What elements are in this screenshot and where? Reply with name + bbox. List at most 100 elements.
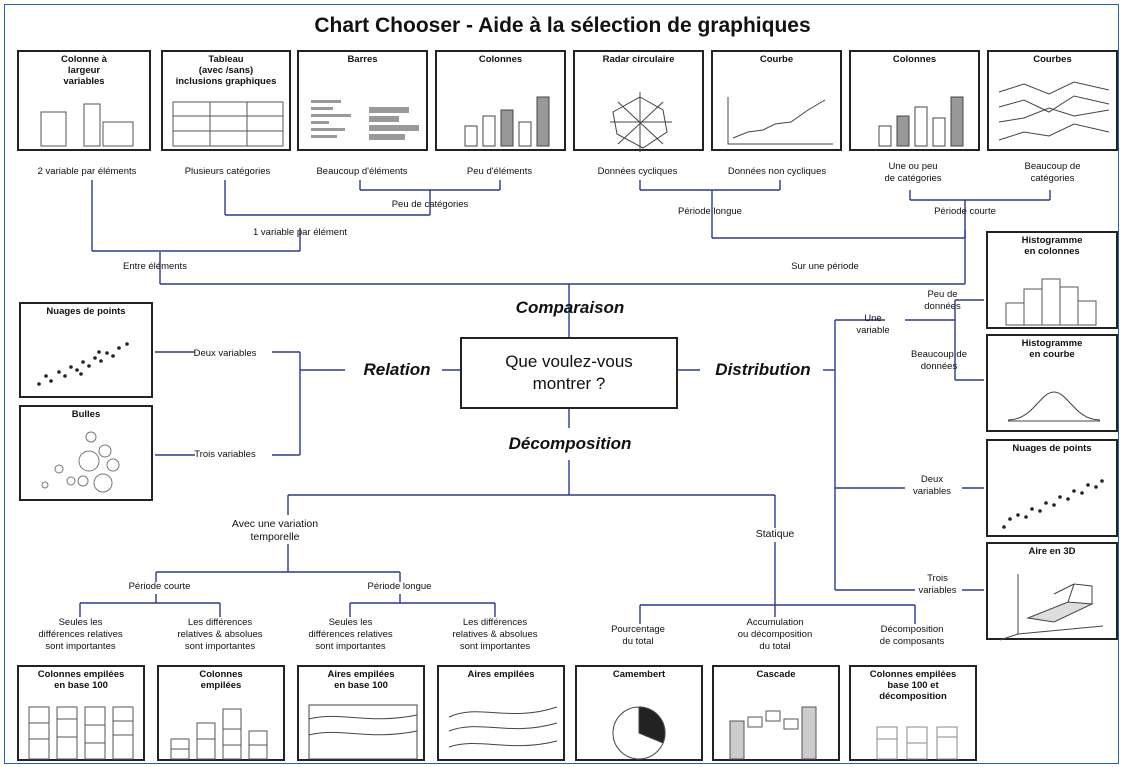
label-beaucoup-categories: Beaucoup de catégories xyxy=(1024,161,1081,184)
label-peu-categories: Peu de catégories xyxy=(391,199,469,210)
card-cascade: Cascade xyxy=(712,665,840,761)
card-title: Aire en 3D xyxy=(1028,546,1076,557)
label-periode-longue: Période longue xyxy=(678,206,742,217)
category-distribution: Distribution xyxy=(715,360,811,379)
label-rel-abs-1: Les différences relatives & absolues son… xyxy=(177,617,263,652)
label-periode-longue-decomp: Période longue xyxy=(367,581,432,592)
histogram-columns-icon xyxy=(1005,278,1097,326)
card-title: Colonnes empilées en base 100 xyxy=(37,669,125,691)
line-icon xyxy=(727,97,833,145)
card-colonnes: Colonnes xyxy=(435,50,566,151)
label-variation-temporelle: Avec une variation temporelle xyxy=(231,518,319,543)
card-title: Colonnes xyxy=(478,54,523,65)
card-title: Nuages de points xyxy=(46,306,126,317)
bars-icon xyxy=(311,100,419,140)
card-title: Nuages de points xyxy=(1012,443,1092,454)
card-title: Histogramme en colonnes xyxy=(1021,235,1083,257)
card-nuages-points-relation: Nuages de points xyxy=(19,302,153,398)
card-title: Radar circulaire xyxy=(602,54,675,65)
label-deux-variables-dist: Deux variables xyxy=(912,474,952,497)
label-cycliques: Données cycliques xyxy=(597,166,678,177)
label-two-var: 2 variable par éléments xyxy=(37,166,137,177)
card-nuages-points-distribution: Nuages de points xyxy=(986,439,1118,537)
label-non-cycliques: Données non cycliques xyxy=(727,166,827,177)
stacked-area-icon xyxy=(448,706,558,748)
central-question: Que voulez-vous montrer ? xyxy=(460,337,678,409)
card-histogramme-colonnes: Histogramme en colonnes xyxy=(986,231,1118,329)
bubble-icon xyxy=(41,431,120,493)
label-une-variable-element: 1 variable par élément xyxy=(253,227,347,238)
card-colonne-largeur-variable: Colonne à largeur variables xyxy=(17,50,151,151)
label-relatives-2: Seules les différences relatives sont im… xyxy=(308,617,393,652)
category-relation: Relation xyxy=(363,360,431,379)
card-title: Aires empilées en base 100 xyxy=(327,669,395,691)
multi-line-icon xyxy=(998,81,1110,141)
variable-width-columns-icon xyxy=(40,103,134,147)
scatter-icon xyxy=(37,342,129,386)
card-colonnes-2: Colonnes xyxy=(849,50,980,151)
card-aires-empilees: Aires empilées xyxy=(437,665,565,761)
label-rel-abs-2: Les différences relatives & absolues son… xyxy=(452,617,538,652)
label-peu-elements: Peu d'éléments xyxy=(466,166,533,177)
card-title: Colonnes empilées base 100 et décomposit… xyxy=(869,669,957,702)
card-title: Colonnes empilées xyxy=(199,669,243,691)
card-bulles: Bulles xyxy=(19,405,153,501)
columns-icon xyxy=(464,96,550,147)
card-colonnes-empilees: Colonnes empilées xyxy=(157,665,285,761)
waterfall-icon xyxy=(729,706,817,760)
outer-frame xyxy=(4,4,1119,764)
card-title: Courbe xyxy=(759,54,794,65)
card-colonnes-empilees-decomposition: Colonnes empilées base 100 et décomposit… xyxy=(849,665,977,761)
label-trois-variables: Trois variables xyxy=(194,449,256,460)
card-aire-3d: Aire en 3D xyxy=(986,542,1118,641)
label-une-variable: Une variable xyxy=(856,313,890,336)
label-composants: Décomposition de composants xyxy=(879,624,945,647)
scatter-icon xyxy=(1002,479,1104,529)
card-title: Tableau (avec /sans) inclusions graphiqu… xyxy=(175,54,277,87)
card-radar: Radar circulaire xyxy=(573,50,704,152)
histogram-curve-icon xyxy=(1007,391,1101,422)
label-statique: Statique xyxy=(755,528,795,540)
stacked-decomposition-icon xyxy=(876,726,958,760)
label-une-ou-peu: Une ou peu de catégories xyxy=(884,161,942,184)
card-title: Colonne à largeur variables xyxy=(61,54,107,87)
card-title: Cascade xyxy=(756,669,796,680)
radar-icon xyxy=(610,92,672,152)
card-tableau: Tableau (avec /sans) inclusions graphiqu… xyxy=(161,50,291,151)
label-periode-courte: Période courte xyxy=(934,206,996,217)
card-title: Histogramme en courbe xyxy=(1021,338,1083,360)
card-courbes: Courbes xyxy=(987,50,1118,151)
category-decomposition: Décomposition xyxy=(508,434,632,453)
label-trois-variables-dist: Trois variables xyxy=(918,573,957,596)
card-histogramme-courbe: Histogramme en courbe xyxy=(986,334,1118,432)
label-sur-periode: Sur une période xyxy=(791,261,859,272)
page-title: Chart Chooser - Aide à la sélection de g… xyxy=(314,14,811,37)
label-beaucoup-elements: Beaucoup d'éléments xyxy=(316,166,408,177)
label-accumulation: Accumulation ou décomposition du total xyxy=(737,617,813,652)
card-barres: Barres xyxy=(297,50,428,151)
label-deux-variables: Deux variables xyxy=(193,348,257,359)
card-title: Bulles xyxy=(71,409,101,420)
table-icon xyxy=(172,101,284,147)
label-plusieurs: Plusieurs catégories xyxy=(184,166,271,177)
label-beaucoup-donnees: Beaucoup de données xyxy=(911,349,967,372)
card-courbe: Courbe xyxy=(711,50,842,151)
stacked-100-area-icon xyxy=(308,704,418,760)
stacked-100-columns-icon xyxy=(28,706,134,760)
label-entre-elements: Entre éléments xyxy=(123,261,187,272)
card-title: Aires empilées xyxy=(467,669,535,680)
label-pourcentage: Pourcentage du total xyxy=(611,624,665,647)
card-camembert: Camembert xyxy=(575,665,703,761)
label-peu-donnees: Peu de données xyxy=(924,289,961,312)
label-relatives-1: Seules les différences relatives sont im… xyxy=(38,617,123,652)
stacked-columns-icon xyxy=(170,708,268,760)
columns-icon xyxy=(878,96,964,147)
area-3d-icon xyxy=(999,574,1104,641)
card-title: Colonnes xyxy=(892,54,937,65)
card-title: Barres xyxy=(347,54,378,65)
label-periode-courte-decomp: Période courte xyxy=(128,581,191,592)
pie-icon xyxy=(612,706,666,760)
card-colonnes-empilees-base-100: Colonnes empilées en base 100 xyxy=(17,665,145,761)
